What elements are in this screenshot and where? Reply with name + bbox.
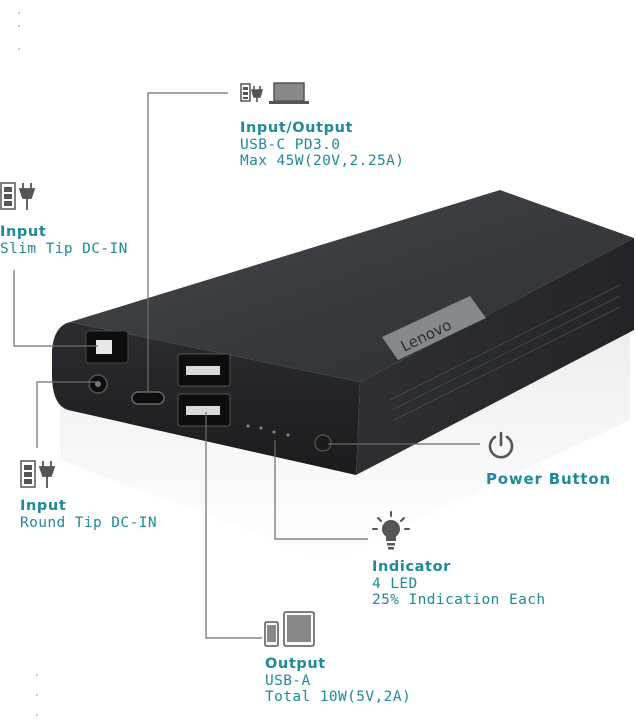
logo-panel bbox=[382, 296, 486, 360]
output-callout-title: Output bbox=[265, 656, 326, 672]
power-button-label: Power Button bbox=[486, 470, 611, 488]
output-callout-line1: USB-A bbox=[265, 672, 311, 689]
usb-c-port bbox=[131, 391, 165, 405]
speck bbox=[18, 48, 20, 50]
speck bbox=[18, 25, 20, 27]
led-1 bbox=[246, 424, 250, 428]
device-reflection bbox=[60, 320, 630, 560]
device-power-button bbox=[314, 434, 332, 452]
slim-tip-callout-line1: Slim Tip DC-IN bbox=[0, 240, 128, 257]
plug-laptop-icon bbox=[240, 80, 312, 110]
usbc-callout: Input/Output USB-C PD3.0 Max 45W(20V,2.2… bbox=[240, 120, 404, 170]
output-callout-line2: Total 10W(5V,2A) bbox=[265, 689, 412, 705]
speck bbox=[36, 694, 38, 696]
lightbulb-icon bbox=[370, 510, 412, 556]
round-tip-callout-line1: Round Tip DC-IN bbox=[20, 514, 157, 531]
led-2 bbox=[259, 426, 263, 430]
speck bbox=[36, 714, 38, 716]
indicator-callout-line2: 25% Indication Each bbox=[372, 592, 546, 608]
indicator-callout: Indicator 4 LED 25% Indication Each bbox=[372, 559, 545, 609]
indicator-callout-title: Indicator bbox=[372, 559, 451, 575]
speck bbox=[18, 12, 20, 14]
usbc-callout-line1: USB-C PD3.0 bbox=[240, 136, 341, 153]
led-3 bbox=[272, 430, 276, 434]
device-side-face bbox=[356, 238, 634, 475]
slim-tip-callout: Input Slim Tip DC-IN bbox=[0, 224, 128, 257]
usbc-callout-title: Input/Output bbox=[240, 120, 354, 136]
power-icon bbox=[486, 430, 516, 466]
round-tip-callout: Input Round Tip DC-IN bbox=[20, 498, 157, 531]
speck bbox=[36, 674, 38, 676]
battery-plug-icon bbox=[20, 458, 60, 494]
indicator-callout-line1: 4 LED bbox=[372, 575, 418, 592]
battery-plug-icon bbox=[0, 180, 40, 216]
round-tip-callout-title: Input bbox=[20, 498, 67, 514]
output-callout: Output USB-A Total 10W(5V,2A) bbox=[265, 656, 411, 706]
phone-tablet-icon bbox=[264, 610, 316, 652]
usbc-callout-line2: Max 45W(20V,2.25A) bbox=[240, 153, 405, 169]
led-4 bbox=[286, 433, 290, 437]
slim-tip-callout-title: Input bbox=[0, 224, 47, 240]
